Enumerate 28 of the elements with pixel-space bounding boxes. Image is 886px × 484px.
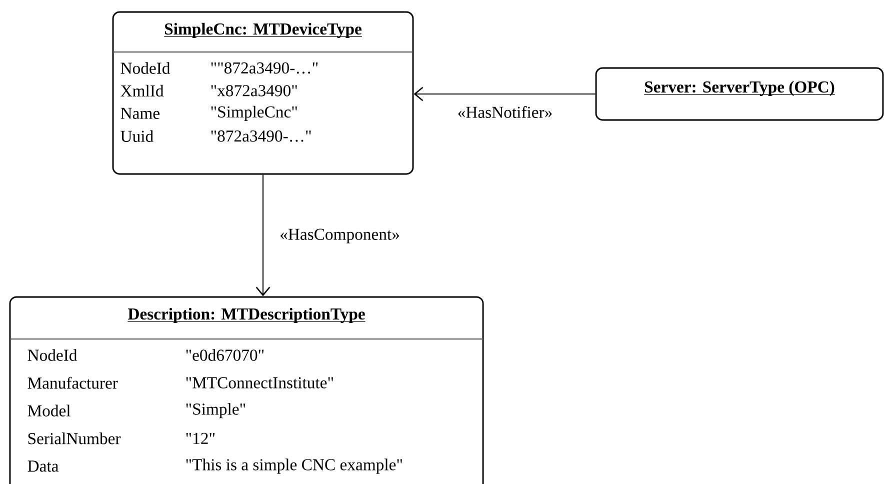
attribute-name: SerialNumber (28, 432, 121, 444)
attribute-name: Uuid (120, 130, 154, 142)
attribute-value: "872a3490-…" (211, 130, 311, 142)
attribute-name: Model (28, 404, 70, 416)
attribute-name: Name (120, 108, 160, 119)
object-box (595, 67, 884, 121)
attribute-value: "SimpleCnc" (211, 106, 297, 121)
heading: Description: MTDescriptionType (127, 308, 366, 324)
arrow (414, 86, 596, 102)
arrow (256, 174, 270, 296)
attribute-value: ""872a3490-…" (211, 62, 318, 74)
edge-label: «HasComponent» (278, 227, 402, 245)
object-box (9, 296, 484, 484)
attribute-name: XmlId (120, 84, 164, 97)
heading: SimpleCnc: MTDeviceType (164, 22, 362, 38)
attribute-value: "This is a simple CNC example" (186, 458, 402, 474)
heading: Server: ServerType (OPC) (644, 80, 836, 96)
attribute-value: "e0d67070" (186, 349, 264, 361)
attribute-value: "Simple" (186, 403, 246, 418)
attribute-value: "x872a3490" (211, 85, 297, 96)
attribute-name: Data (28, 460, 59, 472)
attribute-name: NodeId (28, 349, 78, 361)
attribute-value: "MTConnectInstitute" (186, 377, 334, 388)
attribute-name: NodeId (120, 62, 170, 74)
object-box (112, 11, 414, 175)
edge-label: «HasNotifier» (456, 104, 554, 120)
attribute-value: "12" (186, 432, 214, 444)
attribute-name: Manufacturer (28, 376, 118, 389)
